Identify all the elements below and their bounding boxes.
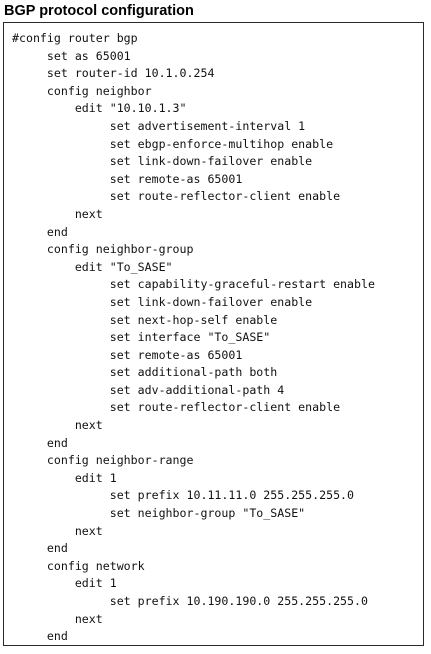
code-line: set router-id 10.1.0.254 — [12, 66, 215, 81]
code-line: set next-hop-self enable — [12, 312, 278, 327]
code-line: end — [12, 435, 68, 450]
code-line: next — [12, 611, 103, 626]
code-line: edit "To_SASE" — [12, 259, 173, 274]
code-line: end — [12, 629, 68, 644]
page-title: BGP protocol configuration — [4, 3, 194, 19]
code-line: config neighbor-range — [12, 453, 194, 468]
code-line: end — [12, 541, 68, 556]
code-line: config network — [12, 558, 145, 573]
code-line: set route-reflector-client enable — [12, 400, 341, 415]
code-line: set prefix 10.11.11.0 255.255.255.0 — [12, 488, 355, 503]
code-line: config neighbor — [12, 83, 152, 98]
code-line: set ebgp-enforce-multihop enable — [12, 136, 334, 151]
code-line: set link-down-failover enable — [12, 294, 313, 309]
code-block: #config router bgp set as 65001 set rout… — [3, 22, 424, 646]
code-line: set capability-graceful-restart enable — [12, 277, 375, 292]
code-line: set remote-as 65001 — [12, 347, 243, 362]
code-line: next — [12, 418, 103, 433]
code-line: edit 1 — [12, 470, 117, 485]
code-line: next — [12, 206, 103, 221]
code-line: set interface "To_SASE" — [12, 330, 271, 345]
code-line: config neighbor-group — [12, 242, 194, 257]
code-line: set advertisement-interval 1 — [12, 118, 306, 133]
code-line: set as 65001 — [12, 48, 131, 63]
code-line: set route-reflector-client enable — [12, 189, 341, 204]
code-lines: #config router bgp set as 65001 set rout… — [12, 30, 375, 646]
code-line: edit "10.10.1.3" — [12, 101, 187, 116]
code-line: set additional-path both — [12, 365, 278, 380]
code-line: edit 1 — [12, 576, 117, 591]
code-line: end — [12, 224, 68, 239]
code-line: set neighbor-group "To_SASE" — [12, 506, 306, 521]
code-line: next — [12, 523, 103, 538]
code-line: set prefix 10.190.190.0 255.255.255.0 — [12, 594, 368, 608]
code-line: set adv-additional-path 4 — [12, 382, 285, 397]
code-line: #config router bgp — [12, 31, 138, 45]
code-line: set link-down-failover enable — [12, 154, 313, 169]
code-line: set remote-as 65001 — [12, 171, 243, 186]
